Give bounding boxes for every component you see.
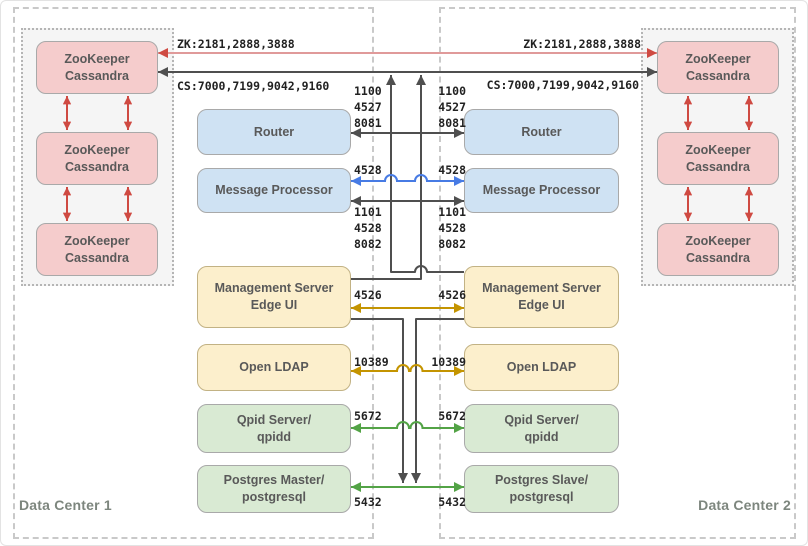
zookeeper-cassandra-node-dc2-1: ZooKeeper Cassandra — [657, 41, 779, 94]
router-ports-label-right: 1100 4527 8081 — [438, 84, 466, 130]
open-ldap-node-dc1: Open LDAP — [197, 344, 351, 391]
data-center-2-label: Data Center 2 — [698, 497, 791, 513]
message-processor-node-dc1: Message Processor — [197, 168, 351, 213]
postgres-port-label-right: 5432 — [438, 495, 466, 509]
message-processor-node-dc2: Message Processor — [464, 168, 619, 213]
zk-ports-label-right: ZK:2181,2888,3888 — [523, 37, 641, 51]
qpid-node-dc2: Qpid Server/ qpidd — [464, 404, 619, 453]
mp-sync-port-label-right: 4528 — [438, 163, 466, 177]
zookeeper-cassandra-node-dc1-1: ZooKeeper Cassandra — [36, 41, 158, 94]
mp-mgmt-ports-label-left: 1101 4528 8082 — [354, 205, 382, 251]
zookeeper-cassandra-node-dc1-3: ZooKeeper Cassandra — [36, 223, 158, 276]
qpid-port-label-right: 5672 — [438, 409, 466, 423]
zookeeper-cassandra-node-dc1-2: ZooKeeper Cassandra — [36, 132, 158, 185]
zookeeper-cassandra-node-dc2-3: ZooKeeper Cassandra — [657, 223, 779, 276]
ldap-port-label-right: 10389 — [431, 355, 466, 369]
router-ports-label-left: 1100 4527 8081 — [354, 84, 382, 130]
mp-sync-port-label-left: 4528 — [354, 163, 382, 177]
router-node-dc1: Router — [197, 109, 351, 155]
data-center-1-label: Data Center 1 — [19, 497, 112, 513]
management-server-node-dc1: Management Server Edge UI — [197, 266, 351, 328]
zk-ports-label-left: ZK:2181,2888,3888 — [177, 37, 295, 51]
cs-ports-label-right: CS:7000,7199,9042,9160 — [486, 78, 639, 92]
postgres-master-node: Postgres Master/ postgresql — [197, 465, 351, 513]
postgres-port-label-left: 5432 — [354, 495, 382, 509]
postgres-slave-node: Postgres Slave/ postgresql — [464, 465, 619, 513]
ldap-port-label-left: 10389 — [354, 355, 389, 369]
router-node-dc2: Router — [464, 109, 619, 155]
open-ldap-node-dc2: Open LDAP — [464, 344, 619, 391]
cs-ports-label-left: CS:7000,7199,9042,9160 — [177, 79, 330, 93]
management-server-node-dc2: Management Server Edge UI — [464, 266, 619, 328]
qpid-port-label-left: 5672 — [354, 409, 382, 423]
ms-port-label-left: 4526 — [354, 288, 382, 302]
ms-port-label-right: 4526 — [438, 288, 466, 302]
mp-mgmt-ports-label-right: 1101 4528 8082 — [438, 205, 466, 251]
zookeeper-cassandra-node-dc2-2: ZooKeeper Cassandra — [657, 132, 779, 185]
data-center-2-region — [439, 7, 796, 539]
qpid-node-dc1: Qpid Server/ qpidd — [197, 404, 351, 453]
